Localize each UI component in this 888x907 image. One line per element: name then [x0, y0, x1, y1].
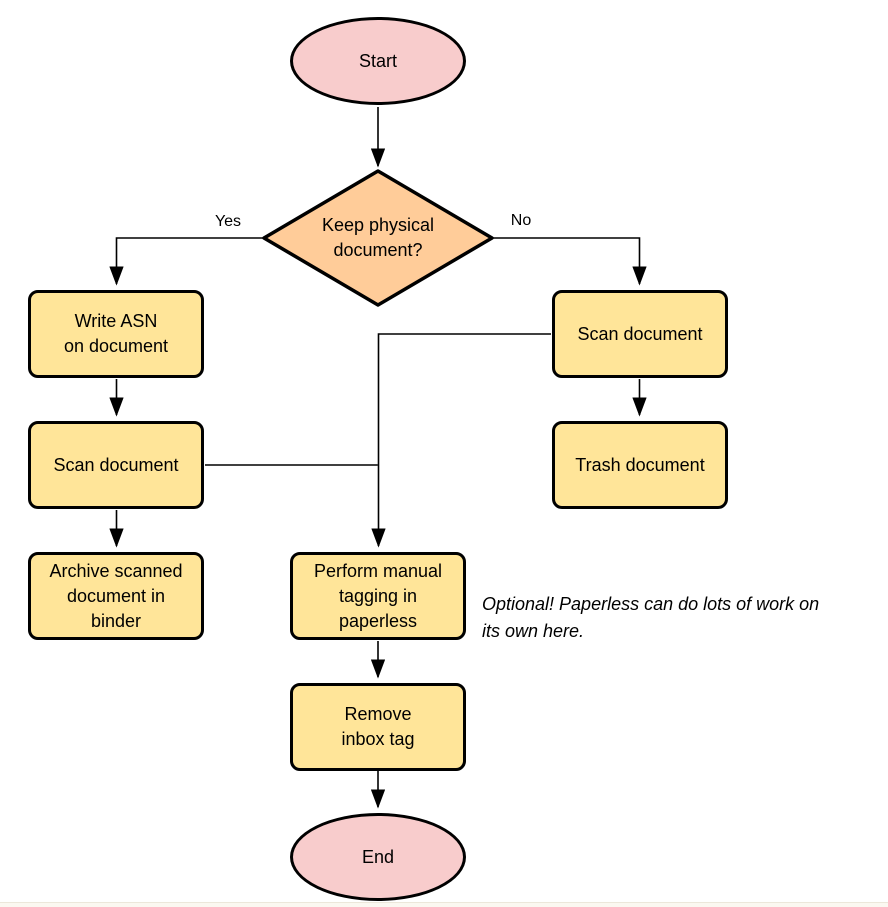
edge-decision-no-to-scan-right	[492, 237, 647, 286]
node-remove-inbox-tag: Remove inbox tag	[290, 683, 466, 771]
optional-note: Optional! Paperless can do lots of work …	[482, 594, 820, 641]
node-start: Start	[290, 17, 466, 105]
node-archive-document: Archive scanned document in binder	[28, 552, 204, 640]
node-end: End	[290, 813, 466, 901]
node-manual-tagging: Perform manual tagging in paperless	[290, 552, 466, 640]
node-archive-document-label: Archive scanned document in binder	[49, 560, 183, 631]
edge-label-no: No	[510, 212, 532, 229]
edge-scan-right-to-tagging	[371, 333, 551, 548]
node-scan-document-left: Scan document	[28, 421, 204, 509]
node-write-asn-label: Write ASN on document	[63, 311, 169, 356]
node-trash-document-label: Trash document	[575, 454, 705, 475]
node-start-label: Start	[358, 50, 397, 71]
page-bottom-strip	[0, 902, 888, 907]
node-write-asn: Write ASN on document	[28, 290, 204, 378]
node-trash-document: Trash document	[552, 421, 728, 509]
node-manual-tagging-label: Perform manual tagging in paperless	[313, 560, 443, 631]
edge-decision-yes-to-write-asn	[109, 237, 264, 286]
node-end-label: End	[361, 846, 395, 867]
decision-diamond-shape	[262, 169, 494, 307]
node-scan-document-left-label: Scan document	[53, 454, 179, 475]
node-remove-inbox-tag-label: Remove inbox tag	[341, 704, 415, 749]
node-scan-document-right-label: Scan document	[577, 323, 703, 344]
node-scan-document-right: Scan document	[552, 290, 728, 378]
node-decision-label: Keep physical document?	[321, 215, 435, 260]
edge-label-yes: Yes	[214, 213, 242, 230]
